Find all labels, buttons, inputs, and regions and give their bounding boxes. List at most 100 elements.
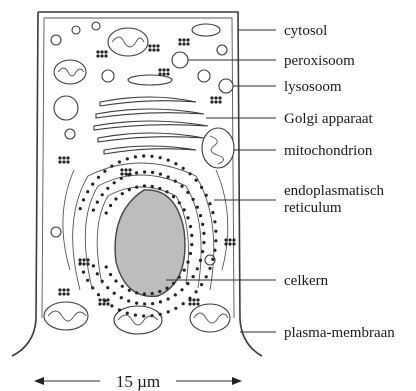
ribosome-dot (183, 269, 186, 272)
ribosome-dot (201, 223, 204, 226)
ribosome-dot (148, 44, 151, 47)
ribosome-dot (66, 160, 69, 163)
ribosome-dot (86, 262, 89, 265)
ribosome-dot (121, 285, 124, 288)
ribosome-dot (172, 282, 175, 285)
ribosome-dot (92, 264, 95, 267)
ribosome-dot (97, 293, 100, 296)
ribosome-dot (103, 170, 106, 173)
ribosome-dot (210, 96, 213, 99)
ribosome-dot (126, 157, 129, 160)
labels: cytosol peroxisoom lysosoom Golgi appara… (284, 23, 395, 341)
ribosome-dot (134, 314, 137, 317)
ribosome-dot (186, 42, 189, 45)
ribosome-dot (172, 195, 175, 198)
ribosome-dot (151, 185, 154, 188)
ribosome-dot (162, 68, 165, 71)
ribosome-dot (98, 298, 101, 301)
ribosome-dot (213, 220, 216, 223)
mitochondrion-1 (108, 28, 148, 56)
mitochondrion-2 (54, 60, 86, 84)
ribosome-dot (118, 308, 121, 311)
vesicle (198, 70, 210, 82)
ribosome-dot (134, 155, 137, 158)
ribosome-dot (135, 302, 138, 305)
ribosome-dot (199, 214, 202, 217)
golgi-apparatus (94, 97, 208, 154)
ribosome-dot (101, 280, 104, 283)
ribosome-dot (159, 300, 162, 303)
ribosome-dot (158, 290, 161, 293)
vesicle (65, 129, 75, 139)
vesicle (192, 24, 220, 36)
ribosome-dot (98, 302, 101, 305)
ribosome-dot (159, 313, 162, 316)
ribosome-dot (118, 160, 121, 163)
ribosome-dot (182, 42, 185, 45)
ribosome-dot (174, 293, 177, 296)
ribosome-dot (224, 242, 227, 245)
ribosome-dot (180, 185, 183, 188)
ribosome-dot (62, 160, 65, 163)
ribosome-dot (210, 100, 213, 103)
ribosome-dot (186, 261, 189, 264)
ribosome-dot (167, 297, 170, 300)
ribosome-dot (214, 239, 217, 242)
ribosome-dot (183, 208, 186, 211)
ribosome-dot (201, 250, 204, 253)
ribosome-dot (192, 275, 195, 278)
ribosome-dot (214, 100, 217, 103)
ribosome-dot (152, 48, 155, 51)
ribosome-dot (96, 54, 99, 57)
ribosome-dot (143, 292, 146, 295)
peroxisome (172, 52, 188, 68)
ribosome-dot (158, 72, 161, 75)
ribosome-dot (143, 170, 146, 173)
ribosome-dot (165, 287, 168, 290)
mitochondrion-3 (202, 128, 234, 168)
ribosome-dot (104, 50, 107, 53)
ribosome-dot (150, 155, 153, 158)
ribosome-dot (214, 230, 217, 233)
ribosome-dot (100, 50, 103, 53)
ribosome-dot (114, 197, 117, 200)
ribosome-dot (166, 72, 169, 75)
ribosome-dot (167, 175, 170, 178)
ribosome-dot (82, 258, 85, 261)
ribosome-dot (101, 193, 104, 196)
ribosome-dot (196, 302, 199, 305)
label-golgi: Golgi apparaat (284, 111, 374, 127)
vesicle (72, 26, 80, 34)
ribosome-dot (186, 191, 189, 194)
label-cytosol: cytosol (284, 23, 327, 39)
ribosome-dot (192, 298, 195, 301)
ribosome-dot (58, 292, 61, 295)
ribosome-dot (143, 184, 146, 187)
ribosome-dot (114, 279, 117, 282)
ribosome-dot (156, 48, 159, 51)
ribosome-dot (165, 190, 168, 193)
ribosome-dot (110, 304, 113, 307)
label-celkern: celkern (284, 273, 329, 289)
ribosome-dot (86, 279, 89, 282)
ribosome-dot (178, 38, 181, 41)
ribosome-dot (106, 286, 109, 289)
label-er-line2: reticulum (284, 200, 342, 216)
ribosome-dot (189, 252, 192, 255)
ribosome-dot (158, 68, 161, 71)
ribosome-dot (180, 288, 183, 291)
ribosome-dot (79, 207, 82, 210)
ribosome-dot (62, 292, 65, 295)
ribosome-dot (104, 54, 107, 57)
ribosome-dot (106, 302, 109, 305)
ribosome-dot (228, 238, 231, 241)
ribosome-dot (82, 271, 85, 274)
ribosome-dot (86, 258, 89, 261)
ribosome-dot (228, 242, 231, 245)
ribosome-dot (178, 201, 181, 204)
ribosome-dot (62, 156, 65, 159)
ribosome-dot (205, 275, 208, 278)
leader-lines (166, 30, 276, 332)
ribosome-dot (120, 177, 123, 180)
ribosome-dot (178, 276, 181, 279)
